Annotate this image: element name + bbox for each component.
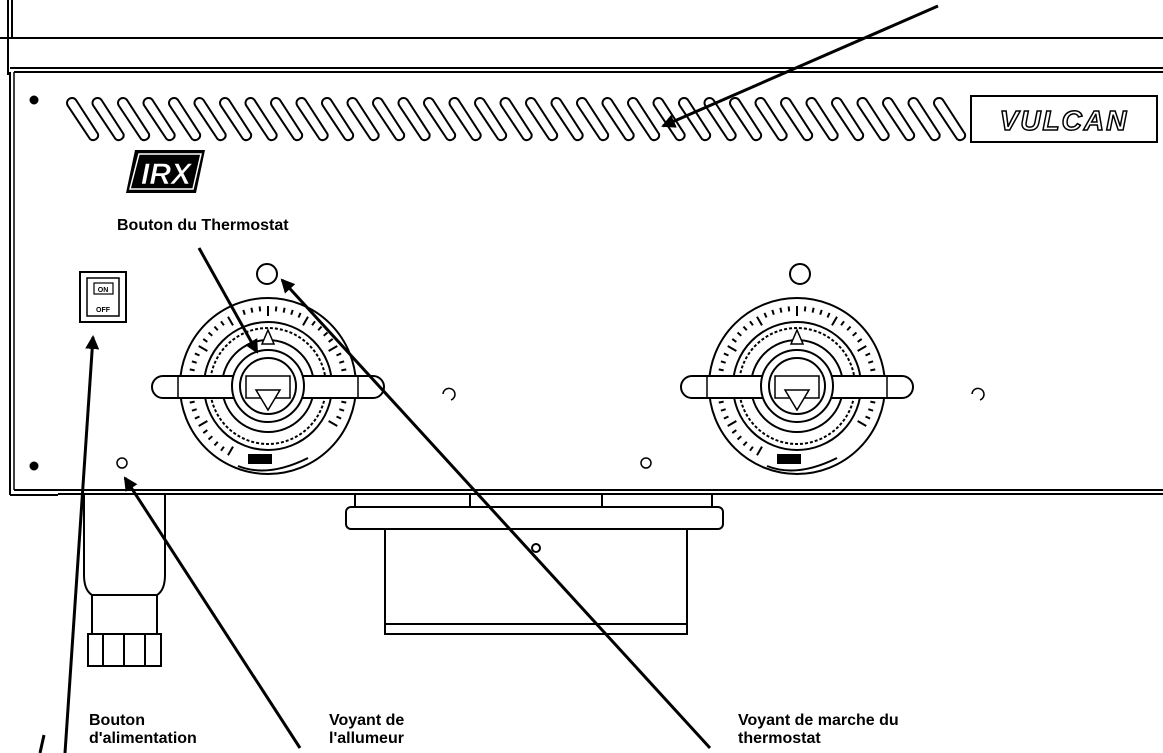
vent-slot bbox=[91, 97, 125, 142]
leader-vents bbox=[661, 4, 939, 128]
vent-slot bbox=[346, 97, 380, 142]
switch-on-label: ON bbox=[98, 287, 109, 294]
vent-slot bbox=[219, 97, 253, 142]
vent-slot bbox=[933, 97, 967, 142]
vent-slot bbox=[652, 97, 686, 142]
front-leg bbox=[83, 495, 166, 667]
callout-power-button: Bouton d'alimentation bbox=[89, 712, 197, 748]
callout-thermostat-light-line2: thermostat bbox=[738, 730, 821, 747]
vulcan-logo: VULCAN bbox=[970, 95, 1158, 143]
vent-slots bbox=[66, 97, 967, 142]
vent-slot bbox=[805, 97, 839, 142]
vent-slot bbox=[627, 97, 661, 142]
vent-slot bbox=[321, 97, 355, 142]
vent-slot bbox=[907, 97, 941, 142]
callout-thermostat-light-line1: Voyant de marche du bbox=[738, 712, 899, 729]
leader-power-button bbox=[63, 335, 100, 753]
irx-badge-text: IRX bbox=[141, 158, 193, 191]
vent-slot bbox=[423, 97, 457, 142]
vent-slot bbox=[474, 97, 508, 142]
vent-slot bbox=[168, 97, 202, 142]
vent-slot bbox=[550, 97, 584, 142]
front-panel bbox=[9, 72, 1163, 496]
leader-thermostat-light bbox=[280, 278, 712, 750]
callout-power-button-line1: Bouton bbox=[89, 712, 145, 729]
vent-slot bbox=[117, 97, 151, 142]
callout-igniter-light-line1: Voyant de bbox=[329, 712, 405, 729]
callout-thermostat-knob: Bouton du Thermostat bbox=[117, 217, 289, 234]
vent-slot bbox=[856, 97, 890, 142]
power-switch: ON OFF bbox=[79, 271, 127, 323]
vent-slot bbox=[372, 97, 406, 142]
vent-slot bbox=[601, 97, 635, 142]
vent-slot bbox=[780, 97, 814, 142]
vent-slot bbox=[193, 97, 227, 142]
vent-slot bbox=[754, 97, 788, 142]
thermostat-knob-left bbox=[151, 297, 385, 475]
leader-power-button-2 bbox=[38, 734, 46, 753]
dial-ticks bbox=[188, 306, 348, 456]
switch-off-label: OFF bbox=[96, 307, 111, 314]
leader-igniter-light bbox=[123, 476, 302, 749]
vent-slot bbox=[499, 97, 533, 142]
vent-slot bbox=[729, 97, 763, 142]
igniter-lights bbox=[116, 387, 985, 469]
vent-slot bbox=[678, 97, 712, 142]
vulcan-logo-text: VULCAN bbox=[1000, 105, 1129, 136]
callout-igniter-light: Voyant de l'allumeur bbox=[329, 712, 404, 748]
thermostat-knob-right bbox=[680, 297, 914, 475]
top-edge bbox=[0, 0, 1163, 75]
callout-leaders bbox=[38, 4, 939, 753]
vent-slot bbox=[244, 97, 278, 142]
vent-slot bbox=[576, 97, 610, 142]
grease-drawer bbox=[345, 493, 724, 635]
vent-slot bbox=[397, 97, 431, 142]
irx-badge: IRX bbox=[126, 150, 205, 193]
vent-slot bbox=[270, 97, 304, 142]
vent-slot bbox=[831, 97, 865, 142]
thermostat-light-left bbox=[256, 263, 278, 285]
vent-slot bbox=[882, 97, 916, 142]
callout-igniter-light-line2: l'allumeur bbox=[329, 730, 404, 747]
vent-slot bbox=[142, 97, 176, 142]
vent-slot bbox=[66, 97, 100, 142]
vent-slot bbox=[295, 97, 329, 142]
thermostat-light-right bbox=[789, 263, 811, 285]
vent-slot bbox=[525, 97, 559, 142]
leader-thermostat-knob bbox=[197, 247, 259, 354]
vent-slot bbox=[448, 97, 482, 142]
callout-power-button-line2: d'alimentation bbox=[89, 730, 197, 747]
callout-thermostat-light: Voyant de marche du thermostat bbox=[738, 712, 899, 748]
